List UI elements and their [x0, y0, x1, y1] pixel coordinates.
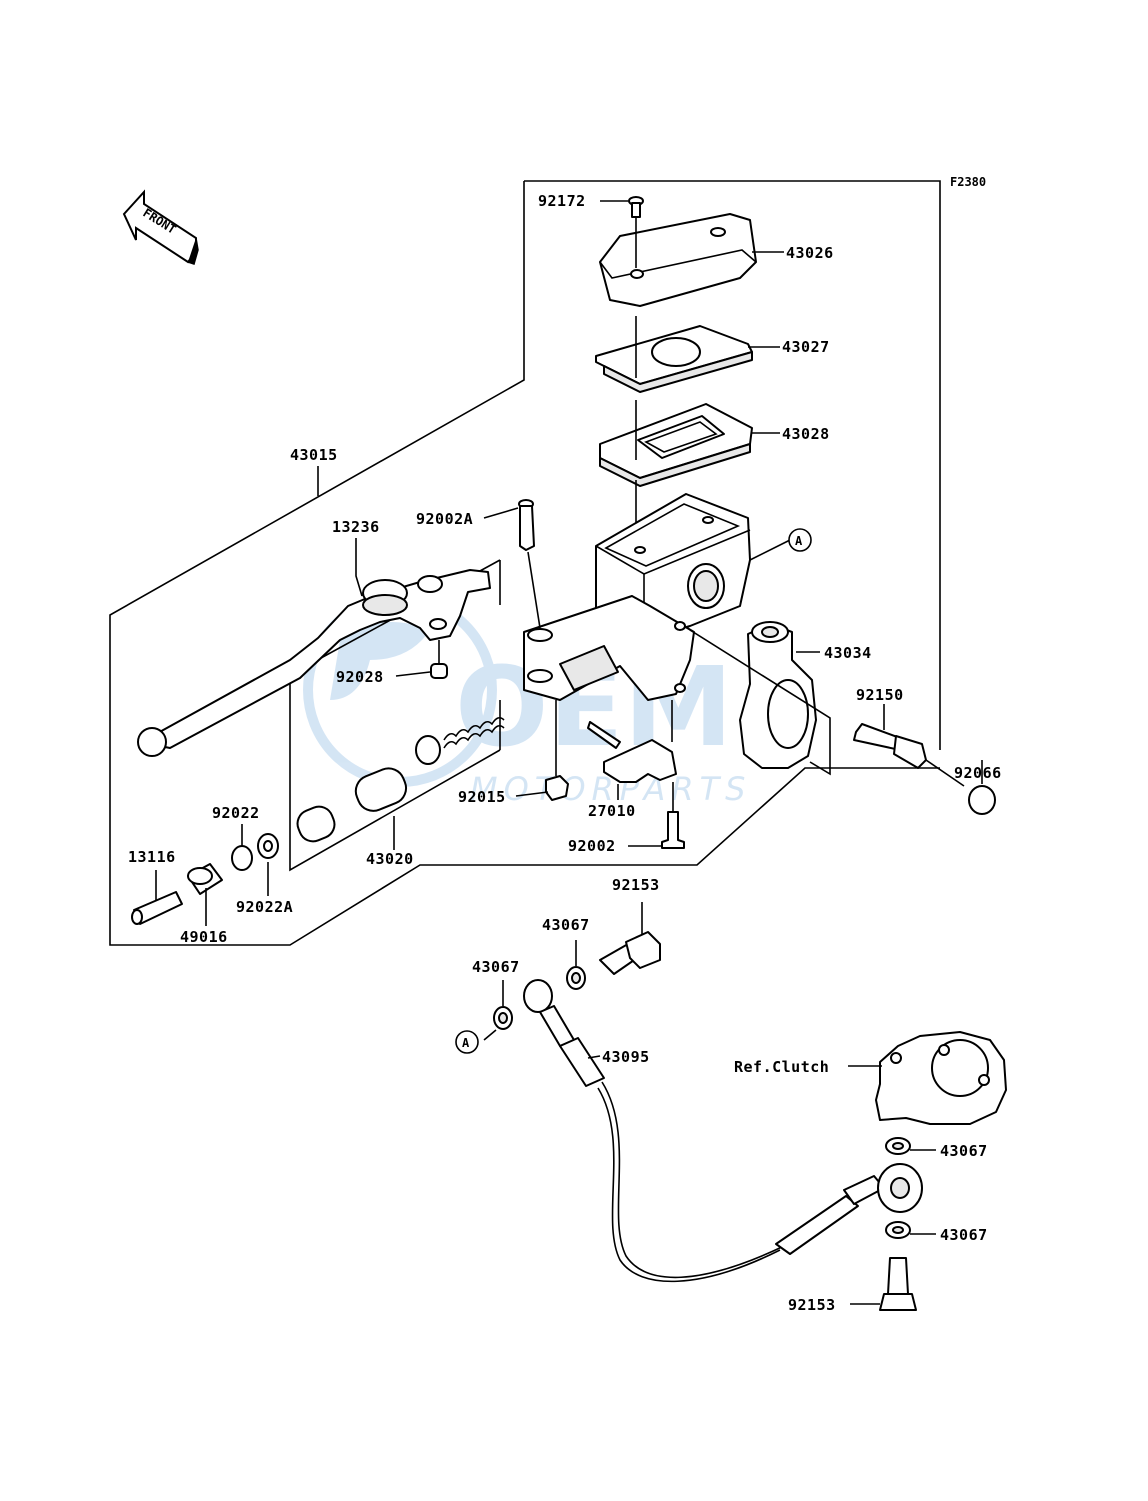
banjo-bolt-top — [599, 931, 661, 975]
label-43020: 43020 — [366, 850, 414, 868]
label-43034: 43034 — [824, 644, 872, 662]
label-92172: 92172 — [538, 192, 586, 210]
reservoir-cap — [599, 213, 757, 307]
label-13236: 13236 — [332, 518, 380, 536]
hose-43095 — [523, 979, 923, 1283]
screw-92002 — [661, 782, 685, 849]
label-27010: 27010 — [588, 802, 636, 820]
label-43028: 43028 — [782, 425, 830, 443]
label-92015: 92015 — [458, 788, 506, 806]
master-cylinder-body — [523, 493, 751, 701]
boot-49016 — [187, 863, 223, 895]
label-92002a: 92002A — [416, 510, 473, 528]
holder-43034 — [689, 621, 831, 776]
front-arrow-icon: FRONT — [122, 189, 199, 265]
label-92022: 92022 — [212, 804, 260, 822]
screw-92172 — [628, 196, 644, 218]
part-labels: 92172 43026 43027 43028 43015 13236 9200… — [128, 192, 1002, 1314]
pushrod-13116 — [131, 891, 183, 925]
nut-92015 — [545, 700, 569, 801]
label-ref-clutch: Ref.Clutch — [734, 1058, 829, 1076]
brake-lever — [137, 569, 491, 757]
banjo-bolt-bottom — [879, 1257, 917, 1311]
svg-text:A: A — [462, 1036, 470, 1050]
label-92002: 92002 — [568, 837, 616, 855]
leader-lines — [155, 200, 983, 1305]
diaphragm-plate — [595, 325, 753, 393]
bushing-92028 — [430, 663, 448, 679]
svg-text:A: A — [795, 534, 803, 548]
label-92028: 92028 — [336, 668, 384, 686]
watermark-sub: MOTORPARTS — [470, 770, 751, 808]
assembly-outline — [109, 180, 941, 946]
label-49016: 49016 — [180, 928, 228, 946]
label-43067-a: 43067 — [542, 916, 590, 934]
label-92150: 92150 — [856, 686, 904, 704]
label-43067-c: 43067 — [940, 1142, 988, 1160]
circlip-92022 — [231, 845, 253, 871]
label-43067-b: 43067 — [472, 958, 520, 976]
label-92066: 92066 — [954, 764, 1002, 782]
figure-code: F2380 — [950, 175, 986, 189]
label-92153-bottom: 92153 — [788, 1296, 836, 1314]
switch-27010 — [587, 700, 677, 783]
label-43026: 43026 — [786, 244, 834, 262]
label-13116: 13116 — [128, 848, 176, 866]
label-43027: 43027 — [782, 338, 830, 356]
label-43095: 43095 — [602, 1048, 650, 1066]
reference-marker-lower: A — [455, 1030, 479, 1054]
diaphragm — [599, 403, 753, 487]
clutch-cylinder — [875, 1031, 1007, 1125]
reference-marker-upper: A — [788, 528, 812, 552]
bolt-92002a — [518, 499, 535, 551]
label-43015: 43015 — [290, 446, 338, 464]
cap-92066 — [968, 785, 996, 815]
piston-assembly — [296, 716, 505, 843]
label-92022a: 92022A — [236, 898, 293, 916]
label-92153-top: 92153 — [612, 876, 660, 894]
label-43067-d: 43067 — [940, 1226, 988, 1244]
bolt-92150 — [853, 723, 965, 787]
